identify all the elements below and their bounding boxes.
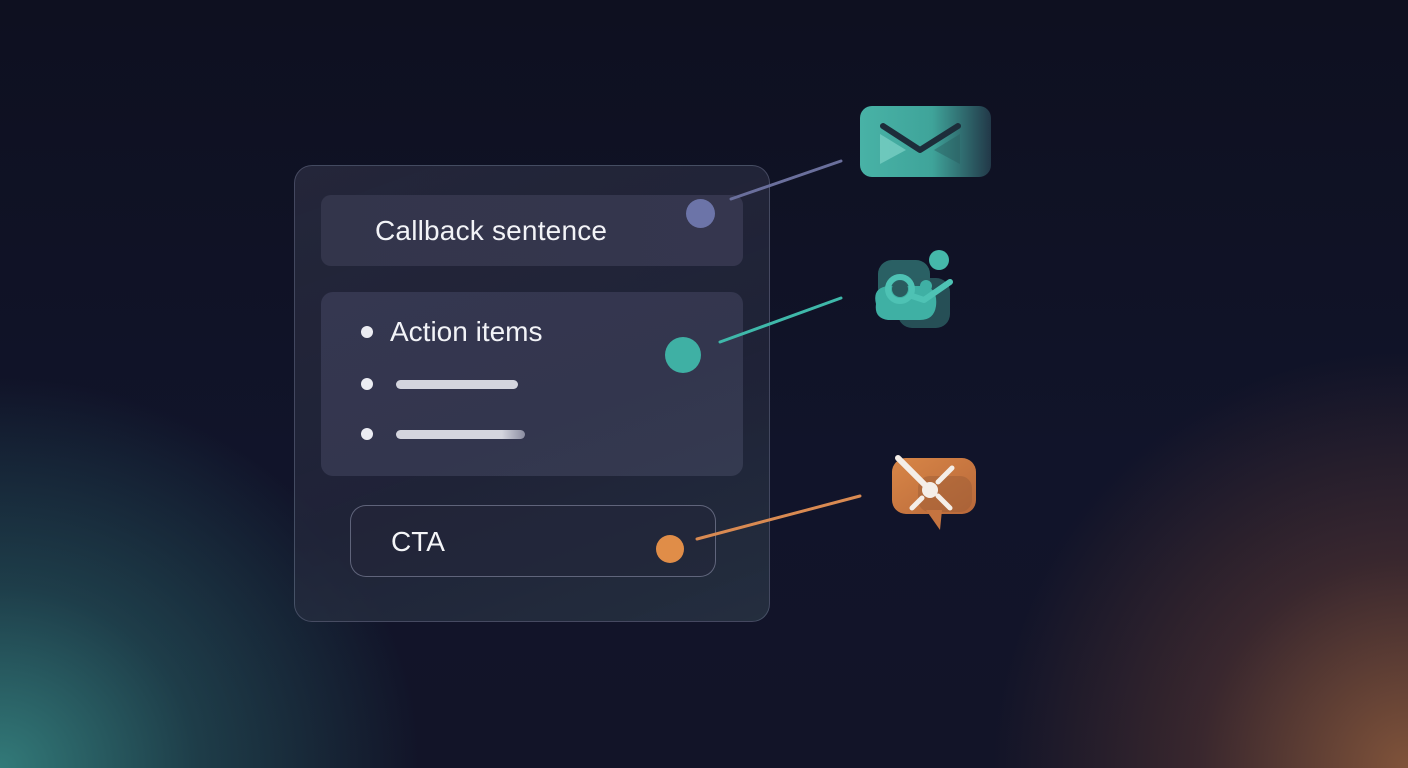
action-items-card[interactable]: Action items xyxy=(321,292,743,476)
mail-icon xyxy=(860,106,991,177)
placeholder-line xyxy=(396,380,518,389)
bullet-icon xyxy=(361,326,373,338)
bullet-icon xyxy=(361,378,373,390)
callback-sentence-label: Callback sentence xyxy=(375,215,608,246)
callback-connector-dot xyxy=(686,199,715,228)
bullet-icon xyxy=(361,428,373,440)
placeholder-line xyxy=(396,430,525,439)
action-items-connector-dot xyxy=(665,337,701,373)
team-check-icon xyxy=(875,250,953,328)
cta-label: CTA xyxy=(391,526,445,557)
callback-sentence-card[interactable]: Callback sentence xyxy=(321,195,743,266)
cta-connector-dot xyxy=(656,535,684,563)
chat-target-icon xyxy=(892,455,976,530)
action-items-label: Action items xyxy=(390,316,543,347)
cta-button[interactable]: CTA xyxy=(350,505,716,577)
